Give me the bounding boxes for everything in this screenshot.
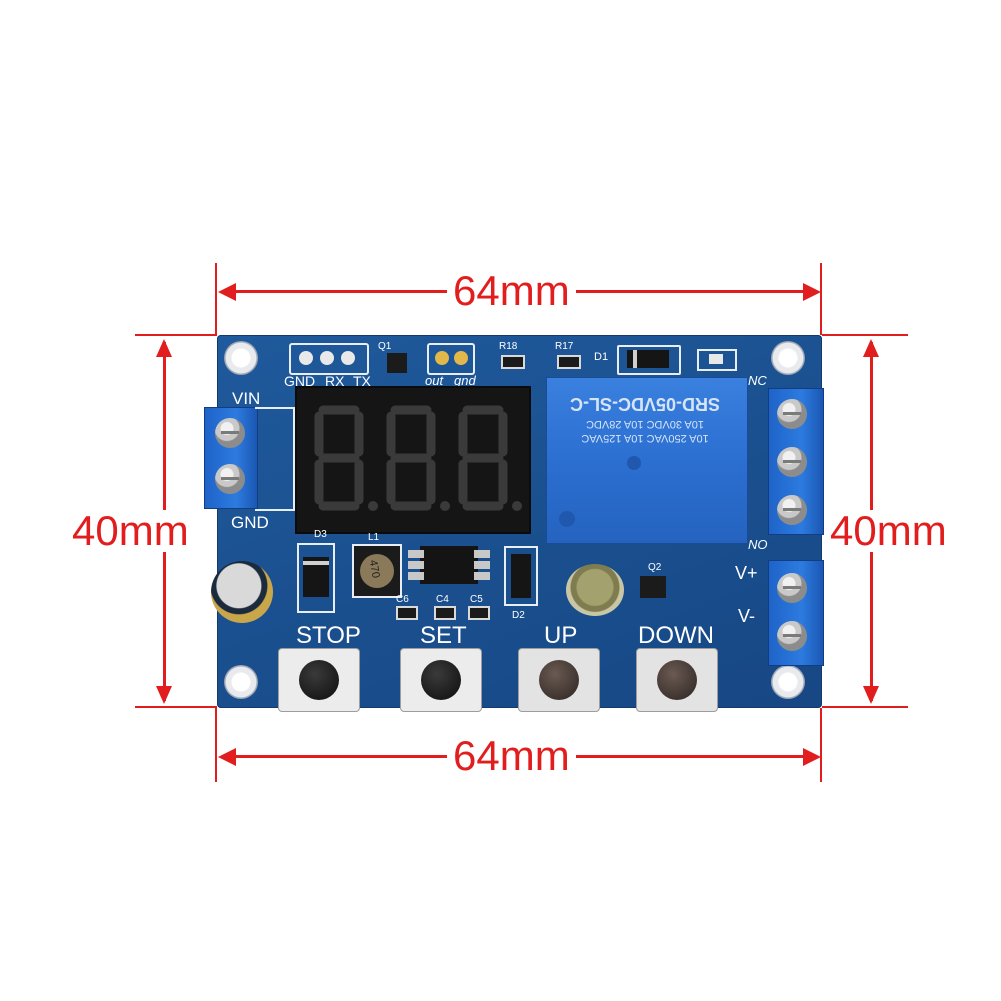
screw-nc[interactable] (777, 399, 807, 429)
right-height-label: 40mm (824, 510, 953, 552)
diode-d2 (504, 546, 538, 606)
stop-button[interactable] (278, 648, 360, 712)
transistor-q1 (387, 353, 407, 373)
label-c4: C4 (436, 594, 449, 605)
label-d3: D3 (314, 529, 327, 540)
input-terminal-block (204, 407, 258, 509)
diode-d1 (617, 345, 681, 375)
diode-d3 (297, 543, 335, 613)
mounting-hole-top-right (771, 341, 805, 375)
screw-gnd[interactable] (215, 464, 245, 494)
digit-3 (458, 405, 508, 511)
relay-rating-2: 10A 30VDC 10A 28VDC (585, 418, 705, 430)
set-button-cap[interactable] (421, 660, 461, 700)
label-d2: D2 (512, 610, 525, 621)
screw-v-minus[interactable] (777, 621, 807, 651)
digit-2 (386, 405, 436, 511)
relay-rating-1: 10A 250VAC 10A 125VAC (581, 432, 709, 444)
uart-header (289, 343, 369, 375)
display-segments (314, 405, 522, 511)
resistor-r18 (501, 355, 525, 369)
capacitor-c4 (434, 606, 456, 620)
mounting-hole-bottom-left (224, 665, 258, 699)
power-output-terminal-block (768, 560, 824, 666)
up-button[interactable] (518, 648, 600, 712)
screw-no[interactable] (777, 495, 807, 525)
screw-v-plus[interactable] (777, 573, 807, 603)
seven-segment-display (295, 386, 531, 534)
terminal-label-v-plus: V+ (735, 563, 758, 583)
label-q2: Q2 (648, 562, 662, 573)
screw-com[interactable] (777, 447, 807, 477)
down-button-cap[interactable] (657, 660, 697, 700)
relay: SRD-05VDC-SL-C 10A 250VAC 10A 125VAC 10A… (546, 377, 748, 544)
terminal-label-vin: VIN (232, 389, 261, 408)
electrolytic-capacitor (211, 561, 273, 623)
resistor-r17 (557, 355, 581, 369)
screw-vin[interactable] (215, 418, 245, 448)
relay-model: SRD-05VDC-SL-C (570, 394, 721, 414)
button-label-up: UP (544, 622, 578, 649)
header-label-tx: TX (353, 373, 371, 389)
button-label-stop: STOP (296, 622, 361, 649)
label-d1: D1 (594, 351, 609, 363)
transistor-q2 (640, 576, 666, 598)
up-button-cap[interactable] (539, 660, 579, 700)
mounting-hole-bottom-right (771, 665, 805, 699)
label-r17: R17 (555, 341, 574, 352)
stop-button-cap[interactable] (299, 660, 339, 700)
left-height-label: 40mm (66, 510, 195, 552)
button-label-down: DOWN (638, 622, 714, 649)
header-label-out: out (425, 373, 444, 388)
terminal-label-no: NO (748, 537, 768, 552)
header-label-rx: RX (325, 373, 345, 389)
relay-terminal-block (768, 388, 824, 535)
mounting-hole-top-left (224, 341, 258, 375)
capacitor-c6 (396, 606, 418, 620)
header-label-gnd2: gnd (454, 373, 476, 388)
relay-text: SRD-05VDC-SL-C 10A 250VAC 10A 125VAC 10A… (547, 378, 747, 448)
power-led (697, 349, 737, 371)
buzzer (566, 564, 624, 616)
terminal-label-v-minus: V- (738, 606, 756, 626)
terminal-label-nc: NC (748, 373, 767, 388)
label-c5: C5 (470, 594, 483, 605)
set-button[interactable] (400, 648, 482, 712)
bottom-width-label: 64mm (447, 735, 576, 777)
label-c6: C6 (396, 594, 409, 605)
inductor-l1: 470 (352, 544, 402, 598)
header-label-gnd: GND (284, 373, 316, 389)
output-header (427, 343, 475, 375)
top-width-label: 64mm (447, 270, 576, 312)
down-button[interactable] (636, 648, 718, 712)
capacitor-c5 (468, 606, 490, 620)
terminal-label-gnd: GND (231, 513, 269, 532)
terminal-silk-outline (255, 407, 295, 511)
label-r18: R18 (499, 341, 518, 352)
digit-1 (314, 405, 364, 511)
label-q1: Q1 (378, 341, 392, 352)
microcontroller-ic (408, 546, 490, 584)
label-l1: L1 (368, 532, 380, 543)
button-label-set: SET (420, 622, 467, 649)
